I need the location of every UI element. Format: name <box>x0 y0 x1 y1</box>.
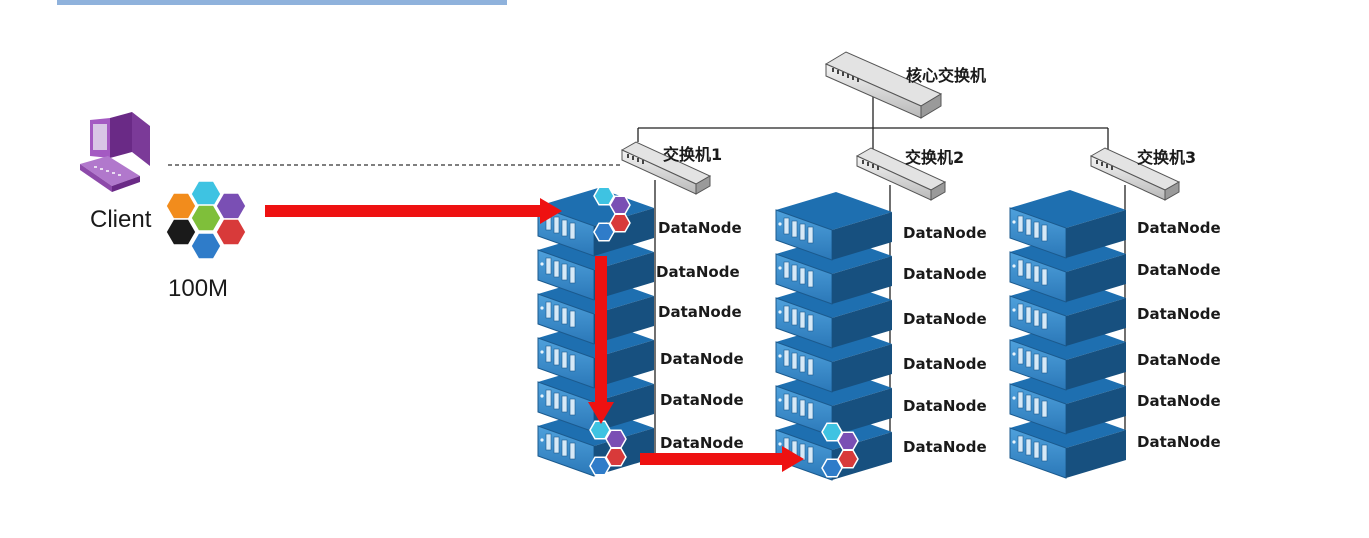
core-switch-label: 核心交换机 <box>906 66 986 85</box>
rack-2 <box>775 192 892 481</box>
heading-bar <box>57 0 507 5</box>
block-hex <box>190 180 222 208</box>
arrow-client-to-rack1 <box>265 198 562 224</box>
datanode-label: DataNode <box>1137 351 1221 369</box>
datanode-label: DataNode <box>1137 433 1221 451</box>
datanode-label: DataNode <box>1137 261 1221 279</box>
block-hex <box>190 232 222 260</box>
datanode-label: DataNode <box>903 265 987 283</box>
switch-icon <box>1089 147 1181 201</box>
datanode-label: DataNode <box>1137 219 1221 237</box>
datanode-label: DataNode <box>660 350 744 368</box>
block-hex <box>165 192 197 220</box>
datanode-label: DataNode <box>660 391 744 409</box>
file-size-label: 100M <box>168 275 228 302</box>
server-icon <box>775 192 892 261</box>
datanode-label: DataNode <box>903 224 987 242</box>
rack-switch-2: 交换机2 <box>855 147 964 201</box>
rack-1-datanode-labels: DataNode DataNode DataNode DataNode Data… <box>656 219 744 452</box>
client-label: Client <box>90 206 152 233</box>
computer-icon <box>80 112 150 192</box>
block-hex <box>609 213 631 233</box>
datanode-label: DataNode <box>903 355 987 373</box>
switch-icon <box>824 51 943 119</box>
block-hex <box>190 204 222 232</box>
client-computer: Client 100M <box>80 112 228 302</box>
rack-3-datanode-labels: DataNode DataNode DataNode DataNode Data… <box>1137 219 1221 451</box>
block-hex <box>165 218 197 246</box>
datanode-label: DataNode <box>656 263 740 281</box>
block-hex <box>593 222 615 242</box>
block-hex <box>593 186 615 206</box>
rack-switch-3-label: 交换机3 <box>1137 148 1196 167</box>
datanode-label: DataNode <box>660 434 744 452</box>
block-hex <box>605 447 627 467</box>
block-replica-icon <box>593 186 631 242</box>
block-hex <box>837 449 859 469</box>
file-blocks-icon <box>165 180 247 260</box>
rack-3 <box>1009 190 1126 479</box>
datanode-label: DataNode <box>1137 392 1221 410</box>
rack-2-datanode-labels: DataNode DataNode DataNode DataNode Data… <box>903 224 987 456</box>
datanode-label: DataNode <box>903 310 987 328</box>
rack-switch-2-label: 交换机2 <box>905 148 964 167</box>
block-hex <box>821 422 843 442</box>
switch-icon <box>855 147 947 201</box>
block-hex <box>215 192 247 220</box>
datanode-label: DataNode <box>658 219 742 237</box>
arrow-rack1-to-rack2 <box>640 446 804 472</box>
arrow-rack1-down <box>588 256 614 424</box>
block-hex <box>609 195 631 215</box>
rack-switch-1-label: 交换机1 <box>663 145 722 164</box>
datanode-label: DataNode <box>1137 305 1221 323</box>
switch-icon <box>620 141 712 195</box>
datanode-label: DataNode <box>903 397 987 415</box>
datanode-label: DataNode <box>658 303 742 321</box>
block-hex <box>821 458 843 478</box>
core-switch: 核心交换机 <box>824 51 986 119</box>
block-hex <box>215 218 247 246</box>
block-hex <box>837 431 859 451</box>
block-hex <box>589 456 611 476</box>
block-replica-icon <box>821 422 859 478</box>
block-hex <box>605 429 627 449</box>
rack-switch-1: 交换机1 <box>620 141 722 195</box>
datanode-label: DataNode <box>903 438 987 456</box>
server-icon <box>1009 190 1126 259</box>
block-hex <box>589 420 611 440</box>
block-replica-icon <box>589 420 627 476</box>
write-pipeline-arrows <box>265 198 804 472</box>
rack-switch-3: 交换机3 <box>1089 147 1196 201</box>
